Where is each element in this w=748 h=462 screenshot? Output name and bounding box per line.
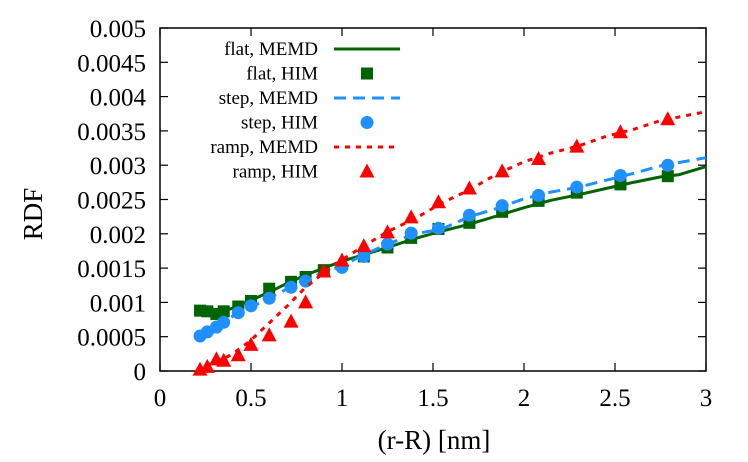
data-point	[231, 306, 245, 320]
data-point	[531, 151, 547, 166]
data-point	[461, 180, 477, 195]
data-point	[614, 178, 627, 191]
y-tick-label: 0.003	[90, 153, 146, 180]
data-point	[316, 263, 332, 278]
x-tick-label: 1.5	[417, 385, 448, 412]
data-point	[243, 336, 259, 351]
data-point	[660, 111, 676, 126]
x-tick-label: 0	[154, 385, 167, 412]
data-point	[569, 138, 585, 153]
data-point	[661, 170, 674, 183]
data-point	[613, 168, 627, 182]
legend-label: flat, MEMD	[224, 39, 318, 60]
x-axis-label: (r-R) [nm]	[378, 425, 491, 455]
y-tick-label: 0.0035	[77, 119, 146, 146]
y-tick-label: 0.005	[90, 16, 146, 43]
plot-frame	[159, 27, 707, 372]
x-tick-label: 0.5	[235, 385, 266, 412]
data-point	[403, 209, 419, 224]
legend-label: step, HIM	[241, 113, 318, 134]
data-point	[357, 249, 371, 263]
data-point	[262, 291, 276, 305]
y-tick-label: 0.004	[90, 85, 147, 112]
legend-label: ramp, MEMD	[210, 137, 318, 158]
legend-marker-sample	[360, 116, 374, 129]
x-tick-label: 2	[518, 385, 531, 412]
series-line	[195, 110, 707, 373]
data-point	[404, 226, 418, 240]
data-point	[612, 124, 628, 139]
data-point	[430, 194, 446, 209]
data-point	[495, 199, 509, 213]
legend: flat, MEMD flat, HIM step, MEMD step, HIM ra…	[210, 39, 400, 183]
legend-label: step, MEMD	[219, 88, 318, 109]
data-point	[381, 237, 394, 251]
y-tick-label: 0.0015	[77, 256, 146, 283]
y-axis-label: RDF	[18, 188, 48, 241]
x-tick-label: 3	[700, 385, 713, 412]
data-point	[216, 352, 232, 367]
series-ramp-memd	[195, 110, 707, 373]
data-point	[431, 221, 445, 235]
data-point	[217, 315, 231, 329]
legend-marker-sample	[361, 67, 373, 80]
data-point	[263, 282, 276, 295]
y-tick-label: 0.0045	[77, 50, 146, 77]
data-point	[494, 163, 510, 178]
data-point	[299, 274, 313, 288]
data-point	[334, 252, 350, 267]
plot-border	[159, 27, 707, 372]
data-point	[217, 305, 230, 318]
series-line	[197, 156, 707, 337]
data-point	[244, 299, 258, 313]
data-point	[661, 158, 675, 172]
y-tick-label: 0.0005	[77, 325, 146, 352]
legend-marker-sample	[359, 163, 375, 178]
y-tick-label: 0	[134, 359, 147, 386]
data-point	[298, 294, 314, 309]
series-layer	[192, 110, 707, 376]
data-point	[284, 280, 298, 294]
data-point	[380, 224, 395, 239]
legend-label: flat, HIM	[246, 64, 318, 85]
y-tick-label: 0.001	[90, 290, 146, 317]
y-tick-label: 0.0025	[77, 188, 146, 215]
data-point	[532, 188, 546, 202]
x-tick-label: 1	[336, 385, 349, 412]
data-point	[283, 313, 299, 328]
data-point	[261, 327, 277, 342]
y-tick-label: 0.002	[90, 222, 146, 249]
axis-ticks: 0 0.5 1 1.5 2 2.5 3 0 0.0005 0.001 0.0015 0.002 0.00…	[77, 16, 712, 412]
x-tick-label: 2.5	[599, 385, 630, 412]
data-point	[199, 358, 215, 373]
data-point	[570, 180, 584, 194]
data-point	[462, 208, 476, 222]
series-ramp-him	[192, 111, 676, 376]
legend-label: ramp, HIM	[233, 162, 319, 183]
series-step-him	[193, 158, 675, 343]
data-point	[356, 238, 372, 253]
series-step-memd	[197, 156, 707, 337]
data-point	[201, 305, 214, 318]
data-point	[230, 347, 246, 362]
